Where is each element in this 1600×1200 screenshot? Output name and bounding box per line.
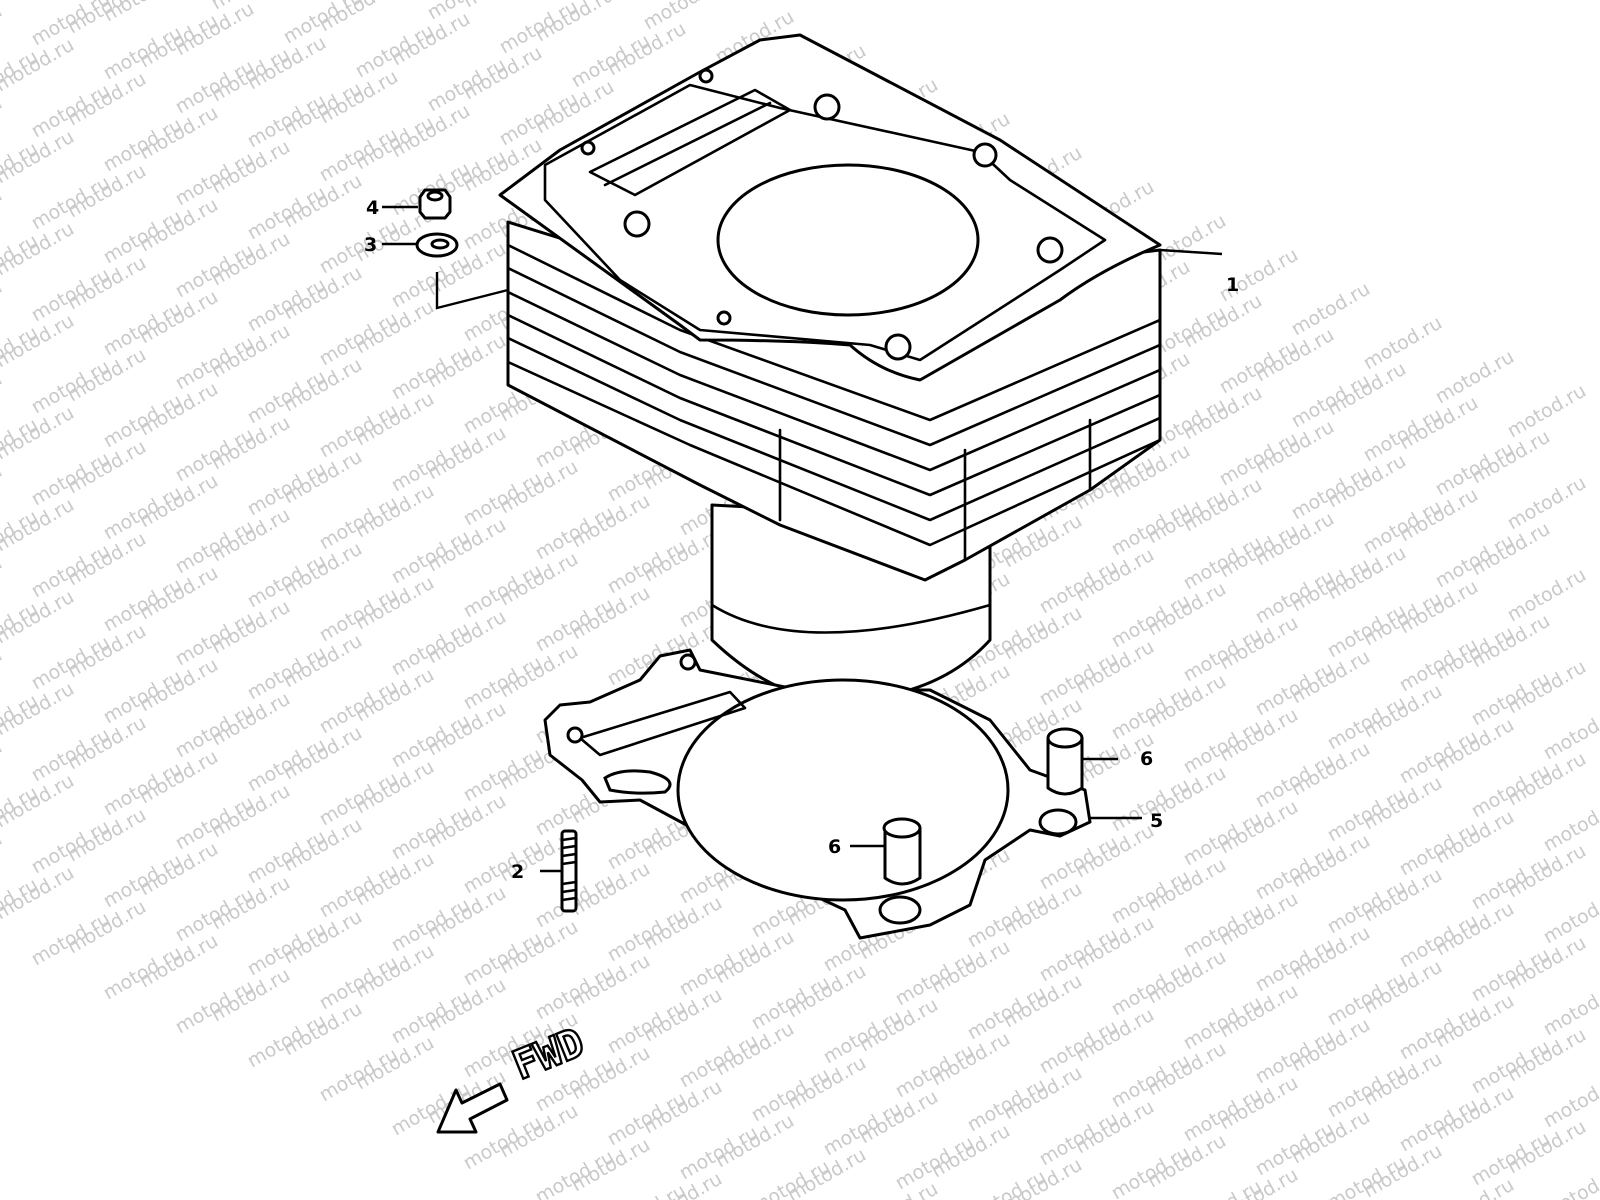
part-5-callout: 5 [1150, 810, 1163, 832]
gasket-chain-slot [578, 690, 747, 757]
stud-bolt [560, 829, 578, 913]
cylinder-base-gasket [543, 648, 1092, 940]
part-4-callout: 4 [366, 197, 379, 219]
stud-hole [813, 93, 841, 121]
stud-hole [884, 333, 912, 361]
dowel-pin-upper [1046, 727, 1084, 796]
part-1-callout: 1 [1226, 274, 1239, 296]
cylinder-block [498, 33, 1162, 702]
cylinder-sleeve-band [710, 603, 992, 634]
part-3-callout: 3 [364, 234, 377, 256]
fwd-label: FWD [507, 1020, 591, 1090]
small-hole [580, 140, 596, 156]
cooling-fins [506, 243, 1162, 562]
gasket-small-hole [566, 726, 584, 744]
top-deck-rim [543, 83, 1107, 362]
part-6b-callout: 6 [828, 836, 841, 858]
washer [415, 232, 459, 258]
part-2-callout: 2 [511, 861, 524, 883]
stud-hole [623, 210, 651, 238]
stud-hole [1036, 236, 1064, 264]
small-hole [698, 68, 714, 84]
part-6a-callout: 6 [1140, 748, 1153, 770]
forward-direction-indicator: FWD [436, 1018, 592, 1134]
gasket-dowel-hole [878, 895, 922, 925]
arrow-left-down-icon [436, 1082, 509, 1134]
gasket-dowel-hole [1038, 808, 1078, 836]
gasket-small-hole [679, 653, 697, 671]
nut [418, 188, 452, 220]
dowel-pin-lower [882, 817, 922, 886]
leader-lines [382, 205, 1223, 873]
small-hole [716, 310, 732, 326]
dowel-hole [972, 142, 998, 168]
gasket-bore [676, 678, 1010, 902]
gasket-oil-passage [603, 769, 672, 795]
cylinder-bore [716, 163, 980, 317]
cam-chain-tunnel [588, 88, 792, 197]
